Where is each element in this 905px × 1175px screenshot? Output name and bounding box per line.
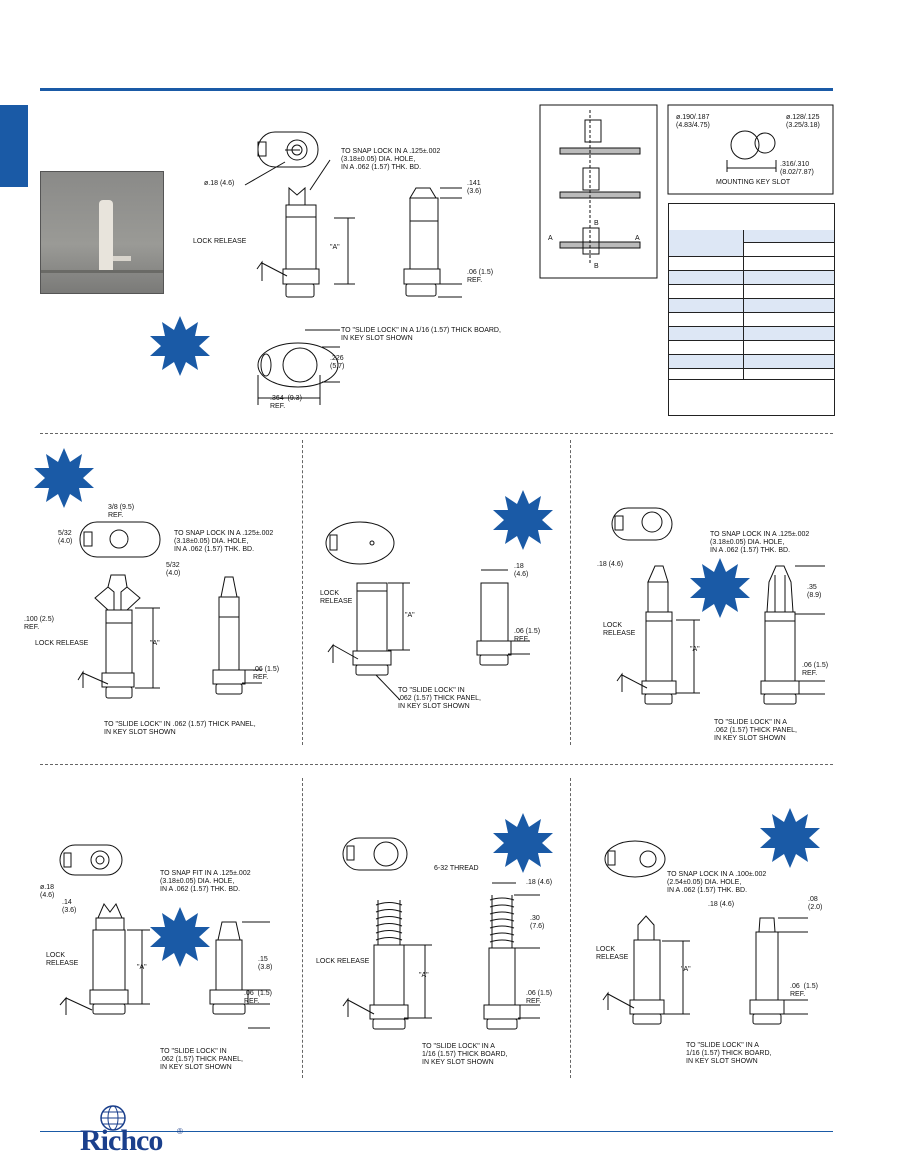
item4-dim-35: .35 (8.9)	[807, 584, 822, 599]
item6-dim-18: .18 (4.6)	[526, 879, 553, 886]
item1-dim-06: .06 (1.5) REF.	[467, 269, 494, 284]
item2-dim-38: 3/8 (9.5) REF.	[108, 504, 135, 519]
item6-thread: 6-32 THREAD	[434, 865, 479, 872]
section-b-top: B	[594, 220, 599, 227]
item5-dim-14: .14 (3.6)	[62, 899, 77, 914]
item3-dim-18: .18 (4.6)	[514, 563, 529, 578]
item7-slide-note: TO "SLIDE LOCK" IN A 1/16 (1.57) THICK B…	[686, 1042, 772, 1065]
item4-slide-note: TO "SLIDE LOCK" IN A .062 (1.57) THICK P…	[714, 719, 797, 742]
separator-2	[40, 764, 833, 765]
new-badge-7	[759, 807, 821, 869]
brand-logo: Richco	[80, 1124, 163, 1157]
item3-dim-06: .06 (1.5) REF.	[514, 628, 541, 643]
item3-lock-release: LOCK RELEASE	[320, 590, 353, 605]
mount-section-drawings	[559, 110, 641, 265]
item2-lock-release: LOCK RELEASE	[35, 640, 89, 647]
item2-drawing	[77, 521, 262, 699]
item4-drawing	[611, 507, 825, 705]
item5-slide-note: TO "SLIDE LOCK" IN .062 (1.57) THICK PAN…	[160, 1048, 243, 1071]
new-badge-5	[149, 906, 211, 968]
new-badge-6	[492, 812, 554, 874]
item1-a-dim: "A"	[330, 244, 340, 251]
item6-dim-30: .30 (7.6)	[530, 915, 545, 930]
item4-a-dim: "A"	[690, 646, 700, 653]
item6-slide-note: TO "SLIDE LOCK" IN A 1/16 (1.57) THICK B…	[422, 1043, 508, 1066]
section-a-right: A	[635, 235, 640, 242]
item1-dim-226: .226 (5.7)	[330, 355, 345, 370]
item1-dia-top: ø.18 (4.6)	[204, 180, 235, 187]
footer-rule	[40, 1131, 833, 1132]
product-photo	[40, 171, 164, 294]
item4-lock-release: LOCK RELEASE	[603, 622, 636, 637]
section-a-left: A	[548, 235, 553, 242]
item2-dim-100: .100 (2.5) REF.	[24, 616, 54, 631]
new-badge-1	[149, 315, 211, 377]
item5-dim-06: .06 (1.5) REF.	[244, 990, 273, 1005]
item1-drawing	[244, 131, 462, 405]
item1-snap-note: TO SNAP LOCK IN A .125±.002 (3.18±0.05) …	[341, 148, 441, 171]
item7-dim-18: .18 (4.6)	[708, 901, 735, 908]
header-rule	[40, 88, 833, 91]
brand-reg: ®	[177, 1127, 183, 1136]
new-badge-2	[33, 447, 95, 509]
item7-dim-06: .06 (1.5) REF.	[790, 983, 819, 998]
item6-drawing	[342, 837, 540, 1030]
item5-snap-note: TO SNAP FIT IN A .125±.002 (3.18±0.05) D…	[160, 870, 251, 893]
separator-1	[40, 433, 833, 434]
item7-snap-note: TO SNAP LOCK IN A .100±.002 (2.54±0.05) …	[667, 871, 767, 894]
new-badge-4	[689, 557, 751, 619]
item5-drawing	[59, 844, 270, 1029]
mount-dim-bottom: .316/.310 (8.02/7.87)	[780, 161, 814, 176]
item7-lock-release: LOCK RELEASE	[596, 946, 629, 961]
item1-lock-release: LOCK RELEASE	[193, 238, 247, 245]
item5-a-dim: "A"	[137, 964, 147, 971]
item6-dim-06: .06 (1.5) REF.	[526, 990, 553, 1005]
item2-slide-note: TO "SLIDE LOCK" IN .062 (1.57) THICK PAN…	[104, 721, 256, 736]
item2-snap-note: TO SNAP LOCK IN A .125±.002 (3.18±0.05) …	[174, 530, 274, 553]
mount-caption: MOUNTING KEY SLOT	[716, 179, 791, 186]
item3-a-dim: "A"	[405, 612, 415, 619]
item7-dim-08: .08 (2.0)	[808, 896, 823, 911]
item5-dia: ø.18 (4.6)	[40, 884, 55, 899]
section-b-bottom: B	[594, 263, 599, 270]
new-badge-3	[492, 489, 554, 551]
side-tab	[0, 105, 28, 187]
mount-key-slot-drawing	[726, 130, 777, 172]
item6-a-dim: "A"	[419, 972, 429, 979]
item7-a-dim: "A"	[681, 966, 691, 973]
item3-slide-note: TO "SLIDE LOCK" IN .062 (1.57) THICK PAN…	[398, 687, 481, 710]
logo-globe	[100, 1105, 126, 1131]
item2-a-dim: "A"	[150, 640, 160, 647]
item5-dim-15: .15 (3.8)	[258, 956, 273, 971]
item2-dim-06: .06 (1.5) REF.	[253, 666, 280, 681]
item2-dim-532a: 5/32 (4.0)	[58, 530, 73, 545]
item7-drawing	[602, 840, 808, 1025]
item1-dim-141: .141 (3.6)	[467, 180, 482, 195]
item1-dim-364: .364 (9.3) REF.	[270, 395, 302, 410]
item2-dim-532b: 5/32 (4.0)	[166, 562, 181, 577]
item1-slide-note: TO "SLIDE LOCK" IN A 1/16 (1.57) THICK B…	[341, 327, 501, 342]
mount-dim-right: ø.128/.125 (3.25/3.18)	[786, 114, 820, 129]
mount-dim-left: ø.190/.187 (4.83/4.75)	[676, 114, 710, 129]
item3-drawing	[325, 521, 530, 701]
item5-lock-release: LOCK RELEASE	[46, 952, 79, 967]
item4-dim-18: .18 (4.6)	[597, 561, 624, 568]
item4-snap-note: TO SNAP LOCK IN A .125±.002 (3.18±0.05) …	[710, 531, 810, 554]
spec-table	[668, 203, 835, 416]
item6-lock-release: LOCK RELEASE	[316, 958, 370, 965]
item4-dim-06: .06 (1.5) REF.	[802, 662, 829, 677]
